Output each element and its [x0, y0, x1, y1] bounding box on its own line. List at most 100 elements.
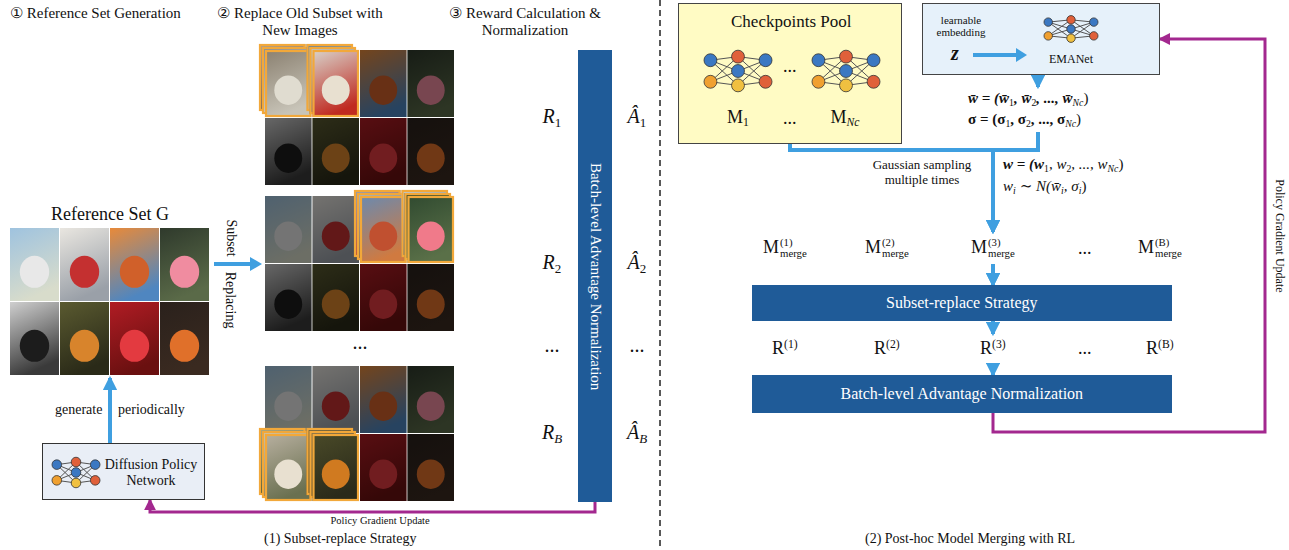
photo-subject	[274, 75, 302, 104]
photo	[360, 118, 407, 185]
node-text: Batch-level Advantage Normalization	[841, 385, 1084, 402]
embedding-box: learnable embeddingzEMANet	[922, 3, 1160, 75]
photo	[313, 434, 360, 501]
reference-set: Reference Set G	[8, 198, 212, 378]
label-text: w = (w	[1003, 156, 1044, 172]
photo-dim	[408, 50, 455, 117]
label-text: , w	[1049, 156, 1067, 172]
photo	[265, 264, 312, 331]
photo-dim	[265, 118, 312, 185]
index-stack: (1)merge	[780, 237, 807, 260]
label-group: M(2)merge	[865, 237, 909, 260]
label-text: σ = (σ	[968, 111, 1005, 127]
photo-subject	[322, 459, 350, 488]
label-text: )	[1083, 90, 1088, 106]
connector-line	[991, 321, 995, 334]
label-group: Replacing	[222, 272, 238, 329]
node-text: EMANet	[1049, 52, 1093, 66]
label-text: (1)	[780, 237, 807, 248]
label-group: RB	[542, 421, 562, 447]
photo	[265, 50, 312, 117]
label-text: (3)	[988, 237, 1015, 248]
label-text: M	[763, 237, 779, 257]
label-group: M1	[727, 107, 749, 130]
photo-dim	[408, 366, 455, 433]
network-unit	[840, 65, 853, 78]
network-unit	[867, 75, 880, 88]
photo-subject	[70, 330, 99, 362]
label-text: Nc	[847, 116, 860, 129]
photo-subject	[170, 256, 199, 288]
label-text: periodically	[118, 402, 185, 417]
label-group: ...	[1078, 238, 1092, 259]
photo-subject	[20, 256, 49, 288]
label-text: 1	[1005, 118, 1010, 129]
connector-line	[790, 144, 993, 232]
label-text: R	[874, 338, 886, 358]
photo	[110, 302, 159, 375]
label-text: (B)	[1155, 237, 1182, 248]
network-unit	[1067, 25, 1075, 33]
label-group: w = (w1, w2, ..., wNc)	[1003, 156, 1123, 174]
photo	[313, 50, 360, 117]
network-unit	[704, 75, 717, 88]
label-text: merge	[988, 248, 1015, 259]
label-text: (2)	[882, 237, 909, 248]
label-group: R(3)	[980, 338, 1006, 359]
label-text: ...	[630, 334, 645, 356]
photo	[408, 118, 455, 185]
label-group: wi∼ N(w̄i, σi)	[1003, 178, 1086, 196]
photo-frame	[409, 197, 454, 262]
label-text: 1	[1009, 97, 1014, 108]
label-text: (1)	[784, 338, 798, 351]
label-text: M	[831, 107, 847, 127]
label-text: , w̄	[1014, 90, 1032, 106]
photo-dim	[313, 196, 360, 263]
connector-line	[993, 39, 1265, 432]
label-group: R2	[543, 251, 562, 277]
photo-dim	[360, 434, 407, 501]
node-text: Reference Set G	[51, 204, 169, 224]
connector	[150, 500, 595, 512]
label-text: R	[542, 421, 554, 443]
label-group: ÂB	[627, 421, 647, 447]
label-text: ...	[1078, 338, 1092, 358]
photo	[160, 228, 209, 301]
label-text: (2) Post-hoc Model Merging with RL	[865, 531, 1075, 546]
node-text: Checkpoints Pool	[731, 12, 851, 31]
replace-arrow	[214, 262, 252, 266]
photo	[265, 118, 312, 185]
label-text: Nc	[1073, 97, 1084, 108]
label-text: Subset	[223, 219, 238, 256]
label-group: ...	[783, 56, 797, 77]
photo-subject	[369, 221, 397, 250]
label-text: , ..., w̄	[1036, 90, 1072, 106]
label-text: , σ	[1064, 178, 1079, 194]
label-text: Â	[628, 251, 640, 273]
connector-line	[108, 378, 112, 443]
label-text: Replacing	[223, 272, 238, 329]
photo-dim	[313, 264, 360, 331]
network-unit	[867, 54, 880, 67]
normalization-bar: Batch-level Advantage Normalization	[752, 375, 1172, 413]
replace-arrow-head	[250, 257, 262, 271]
photo	[408, 264, 455, 331]
photo	[313, 264, 360, 331]
label-text: 1	[555, 115, 562, 130]
photo	[360, 50, 407, 117]
label-text: R	[1146, 338, 1158, 358]
photo	[313, 366, 360, 433]
photo-subject	[70, 256, 99, 288]
connector	[790, 144, 993, 285]
network-icon	[811, 42, 881, 100]
photo	[408, 196, 455, 263]
photo-dim	[408, 118, 455, 185]
network-unit	[52, 460, 62, 470]
label-text: ...	[783, 56, 797, 76]
label-group: σ = (σ1, σ2, ..., σNc)	[968, 111, 1081, 129]
index-stack: (2)merge	[882, 237, 909, 260]
photo-dim	[313, 118, 360, 185]
label-group: Gaussian sampling multiple times	[857, 158, 987, 188]
network-icon	[51, 451, 101, 494]
